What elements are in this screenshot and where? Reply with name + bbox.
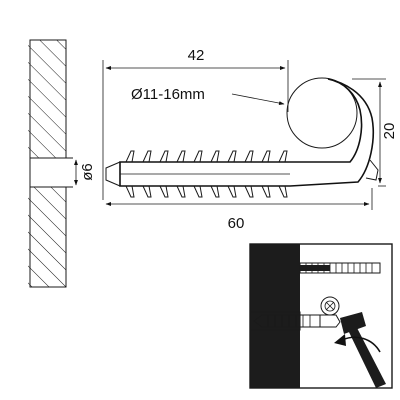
reach-dimension-label: 42 bbox=[188, 47, 205, 64]
drill-hole bbox=[28, 158, 68, 187]
rib-upper bbox=[278, 150, 288, 163]
rib-upper bbox=[227, 150, 237, 163]
hammer-handle bbox=[347, 324, 386, 388]
rib-lower bbox=[278, 185, 288, 198]
inset-upper-dowel bbox=[299, 262, 381, 274]
rib-upper bbox=[210, 150, 220, 163]
length-dimension: 60 bbox=[105, 188, 373, 232]
rib-lower bbox=[261, 185, 271, 198]
inset-frame bbox=[249, 243, 393, 389]
height-dimension: 20 bbox=[352, 78, 398, 187]
dowel-nose bbox=[105, 161, 121, 187]
rib-upper bbox=[142, 150, 152, 163]
height-dimension-label: 20 bbox=[381, 123, 398, 140]
rib-lower bbox=[176, 185, 186, 198]
rib-lower bbox=[227, 185, 237, 198]
cable-diameter-label: Ø11-16mm bbox=[131, 86, 205, 103]
rib-upper bbox=[176, 150, 186, 163]
rib-upper bbox=[261, 150, 271, 163]
rib-lower bbox=[159, 185, 169, 198]
cable-diameter-callout: Ø11-16mm bbox=[131, 86, 285, 105]
hole-diameter-label: ø6 bbox=[79, 163, 96, 181]
hook-tip bbox=[365, 159, 379, 181]
hook-body bbox=[119, 78, 375, 187]
wall-section bbox=[28, 39, 73, 288]
length-dimension-label: 60 bbox=[228, 215, 245, 232]
rib-lower bbox=[193, 185, 203, 198]
rib-upper bbox=[193, 150, 203, 163]
rib-upper bbox=[244, 150, 254, 163]
rib-lower bbox=[142, 185, 152, 198]
rib-lower bbox=[244, 185, 254, 198]
cable-circle bbox=[286, 77, 358, 149]
motion-arrow-icon bbox=[334, 334, 381, 353]
hole-diameter-dimension: ø6 bbox=[74, 159, 96, 186]
cable-hook bbox=[105, 77, 379, 187]
hammer-icon bbox=[340, 312, 386, 388]
inset-hole bbox=[250, 311, 301, 331]
installation-inset bbox=[249, 243, 393, 389]
rib-lower bbox=[125, 185, 135, 198]
hammer-head bbox=[340, 312, 366, 334]
callout-leader bbox=[231, 93, 285, 105]
dowel-ribs bbox=[125, 150, 288, 198]
rib-upper bbox=[125, 150, 135, 163]
inset-cable bbox=[320, 296, 340, 316]
reach-dimension: 42 bbox=[102, 47, 289, 200]
rib-upper bbox=[159, 150, 169, 163]
rib-lower bbox=[210, 185, 220, 198]
